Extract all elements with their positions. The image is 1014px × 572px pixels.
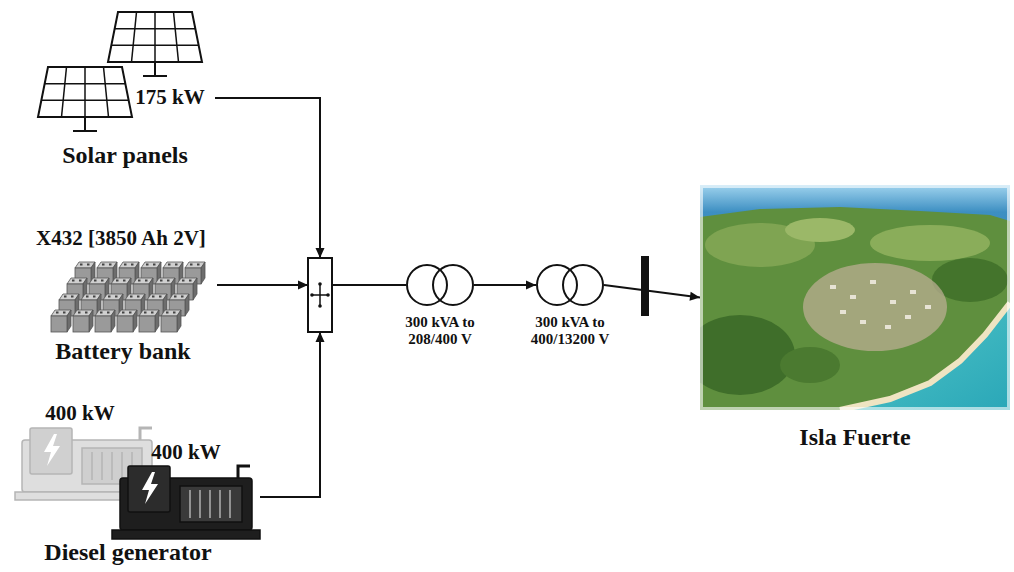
arrowhead [526, 281, 536, 290]
solar-panels-node: 175 kW Solar panels [35, 5, 215, 173]
island-photo [700, 185, 1010, 410]
generator-icon-front [112, 466, 260, 539]
battery-bank-icon [51, 262, 205, 332]
connector-line [604, 285, 700, 298]
transformer-node: 300 kVA to 208/400 V [388, 262, 492, 353]
node-label: Diesel generator [44, 539, 211, 567]
node-shape [536, 262, 604, 308]
node-shape [700, 185, 1010, 410]
island-node: Isla Fuerte [700, 185, 1010, 454]
arrowhead [316, 248, 325, 258]
transformer-symbol [536, 262, 604, 308]
connector [474, 281, 536, 290]
node-label: 175 kW [135, 85, 204, 109]
node-label: 400 kW [151, 440, 220, 464]
connector [604, 285, 700, 301]
node-label: 300 kVA to 208/400 V [388, 314, 492, 349]
transformer-node: 300 kVA to 400/13200 V [518, 262, 622, 353]
solar-panel-icon [38, 67, 132, 131]
node-label: 300 kVA to 400/13200 V [518, 314, 622, 349]
connector [215, 98, 406, 285]
node-label: X432 [3850 Ah 2V] [36, 226, 206, 250]
arrowhead [298, 281, 308, 290]
node-label: Solar panels [62, 142, 188, 170]
node-shape [406, 262, 474, 308]
transformer-symbol [406, 262, 474, 308]
diesel-generator-node: 400 kW 400 kW Diesel generator [8, 398, 260, 570]
junction-box [308, 258, 332, 332]
arrowhead [690, 292, 700, 301]
battery-bank-node: X432 [3850 Ah 2V] Battery bank [25, 220, 217, 370]
bus-bar [641, 256, 649, 316]
arrowhead [316, 332, 325, 342]
connector-line [215, 98, 406, 285]
node-label: Isla Fuerte [799, 424, 910, 452]
node-label: 400 kW [45, 401, 114, 425]
node-label: Battery bank [55, 338, 190, 366]
